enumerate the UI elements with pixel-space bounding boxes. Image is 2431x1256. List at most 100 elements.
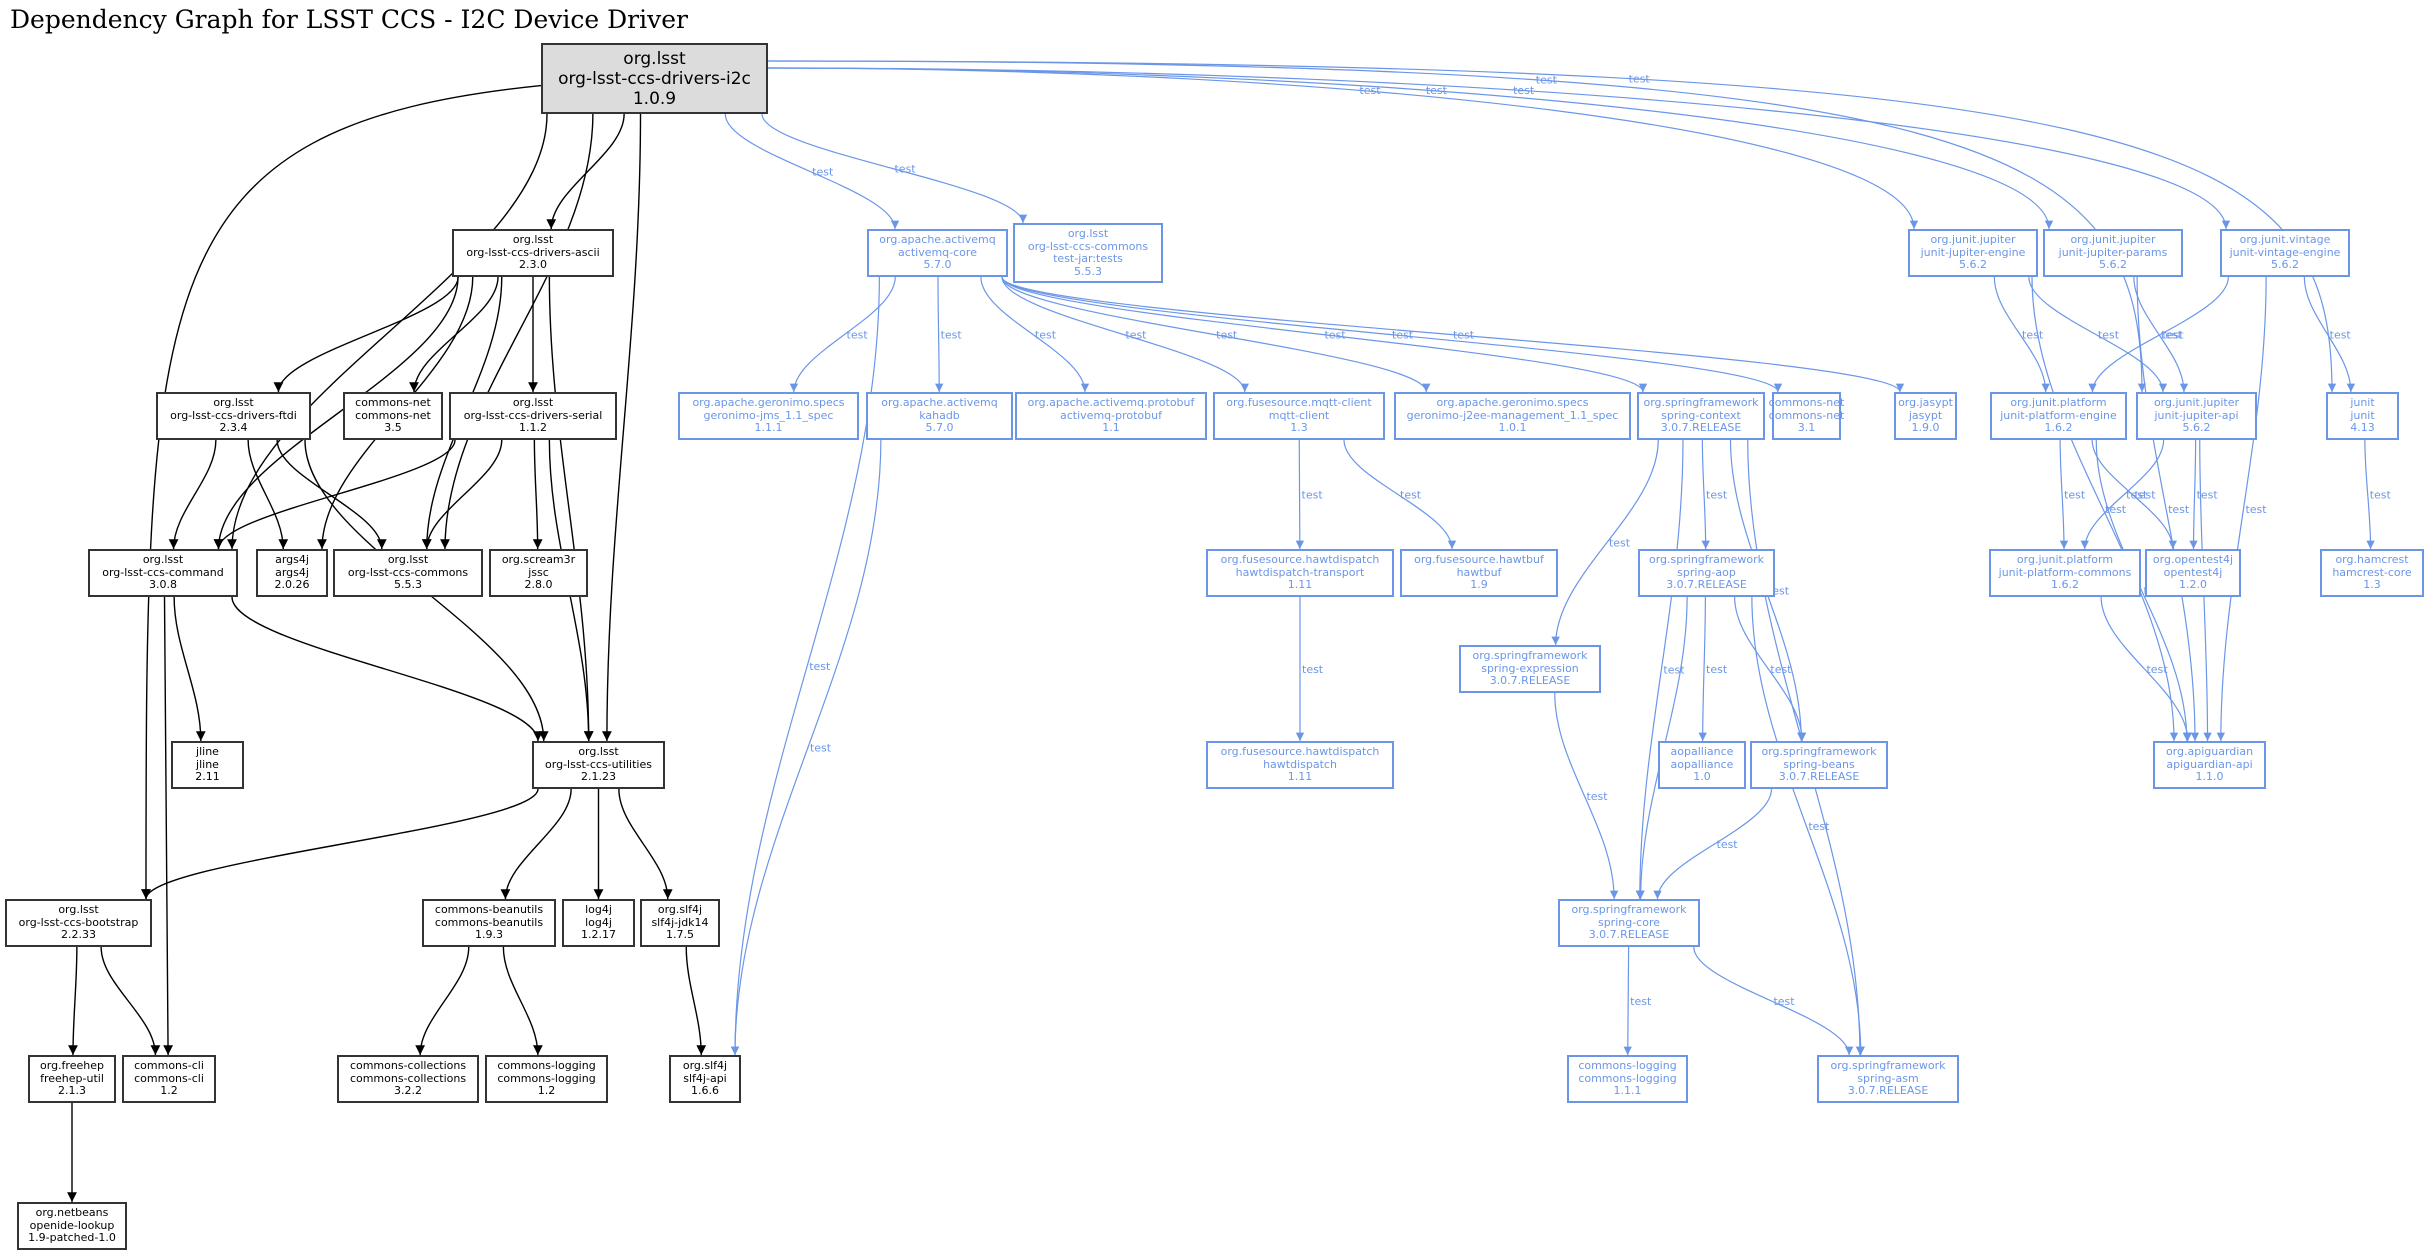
edge-label-test: test [1609,537,1631,550]
node-version: 3.0.7.RELEASE [1778,770,1860,784]
node-group: commons-logging [1578,1059,1677,1073]
edge-mqtt-to-hawtbuf [1343,439,1457,550]
node-group: org.scream3r [501,553,576,567]
node-version: 5.7.0 [923,258,952,272]
edge-label-test: test [1706,663,1728,676]
node-artifact: org-lsst-ccs-drivers-i2c [558,68,751,89]
node-artifact: hawtdispatch [1263,757,1337,771]
edge-label-test: test [1770,663,1792,676]
edge-platengine-to-opentest4j [2091,439,2178,550]
node-artifact: spring-context [1661,408,1741,422]
edge-platengine-to-apiguardian [2095,439,2192,742]
node-group: org.slf4j [682,1059,728,1073]
node-version: 1.2.17 [581,928,616,942]
edge-label-test: test [1663,664,1685,677]
node-group: org.junit.jupiter [2153,396,2240,410]
node-group: org.apache.activemq.protobuf [1027,396,1195,410]
edge-root-to-jupengine [767,67,1919,230]
edge-amqcore-to-protobuf [980,276,1090,393]
node-version: 2.1.23 [581,770,616,784]
node-artifact: activemq-core [898,245,977,259]
node-version: 1.11 [1287,578,1313,592]
node-artifact: hawtbuf [1456,565,1502,579]
node-group: commons-beanutils [434,903,544,917]
edge-label-test: test [1513,84,1535,97]
edge-label-test: test [1706,489,1728,502]
edge-springctx-to-springcore [1635,439,1684,900]
edge-beanutils-to-collections [415,946,470,1056]
edge-platengine-to-platcommons [2059,439,2069,550]
node-group: commons-logging [497,1059,596,1073]
node-group: org.jasypt [1898,396,1953,410]
node-artifact: org-lsst-ccs-drivers-ftdi [170,408,297,422]
edge-label-test: test [1536,74,1558,87]
edge-amqcore-to-j2ee [1001,276,1431,393]
node-artifact: opentest4j [2163,565,2223,579]
node-artifact: activemq-protobuf [1060,408,1162,422]
node-artifact: commons-net [1768,408,1845,422]
node-artifact: spring-expression [1481,661,1579,675]
edge-springctx-to-springexpr [1551,439,1659,646]
node-group: org.lsst [623,48,686,69]
node-group: org.fusesource.hawtbuf [1414,553,1544,567]
node-version: 1.1.0 [2195,770,2224,784]
edge-root-to-command [227,113,548,550]
edge-label-test: test [2126,489,2148,502]
node-version: 2.8.0 [524,578,553,592]
node-artifact: aopalliance [1670,757,1734,771]
edge-utilities-to-bootstrap [141,788,539,900]
node-version: 1.0 [1693,770,1711,784]
